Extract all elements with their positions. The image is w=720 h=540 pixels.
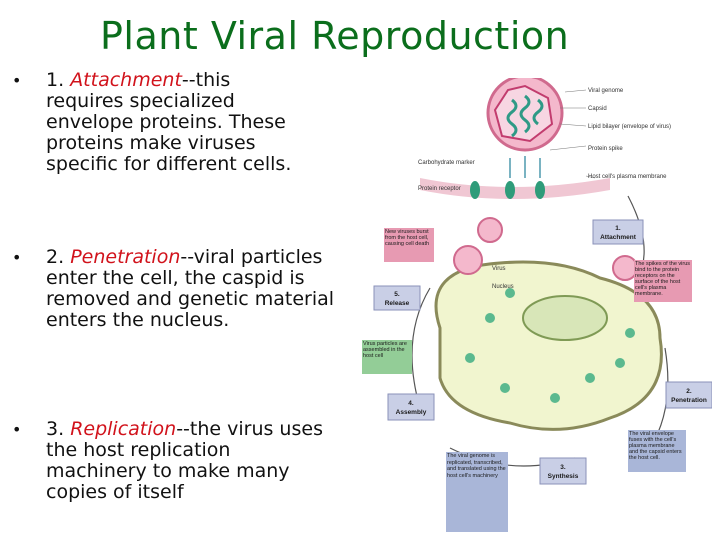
step-name: Penetration bbox=[671, 397, 707, 404]
bullet-number: 2. bbox=[46, 246, 65, 268]
virus-particles bbox=[465, 288, 635, 403]
step-penetration: 2. Penetration bbox=[665, 381, 712, 409]
label-viral-genome: Viral genome bbox=[588, 88, 624, 94]
label-capsid: Capsid bbox=[588, 106, 607, 112]
bullet-replication: • 3. Replication--the virus uses the hos… bbox=[12, 419, 352, 503]
label-nucleus: Nucleus bbox=[492, 284, 514, 290]
bullet-number: 3. bbox=[46, 418, 65, 440]
step-number: 1. bbox=[615, 225, 621, 232]
virus-illustration bbox=[470, 78, 564, 199]
bullet-marker: • bbox=[12, 248, 22, 267]
bullet-attachment: • 1. Attachment--this requires specializ… bbox=[12, 70, 352, 175]
label-protein-receptor: Protein receptor bbox=[418, 186, 461, 192]
label-lipid-bilayer: Lipid bilayer (envelope of virus) bbox=[588, 124, 671, 130]
bullet-penetration: • 2. Penetration--viral particles enter … bbox=[12, 247, 352, 331]
nucleus bbox=[522, 295, 608, 341]
page-title: Plant Viral Reproduction bbox=[100, 14, 570, 58]
bullet-body: 1. Attachment--this requires specialized… bbox=[46, 70, 306, 175]
label-carbohydrate-marker: Carbohydrate marker bbox=[418, 160, 475, 166]
note-text: The viral envelope fuses with the cell's… bbox=[629, 431, 682, 461]
bullet-text: --viral particles enter the cell, the ca… bbox=[46, 246, 335, 331]
note-text: The viral genome is replicated, transcri… bbox=[447, 453, 506, 479]
step-name: Attachment bbox=[600, 234, 637, 241]
step-number: 5. bbox=[394, 291, 400, 298]
bullet-body: 2. Penetration--viral particles enter th… bbox=[46, 247, 346, 331]
note-text: The spikes of the virus bind to the prot… bbox=[635, 261, 691, 297]
bullet-marker: • bbox=[12, 71, 22, 90]
step-release: 5. Release bbox=[373, 285, 421, 311]
released-virus bbox=[477, 217, 503, 243]
note-release: New viruses burst from the host cell, ca… bbox=[384, 228, 434, 262]
host-membrane bbox=[420, 178, 610, 199]
bullet-term: Penetration bbox=[70, 246, 181, 268]
label-protein-spike: Protein spike bbox=[588, 146, 623, 152]
bullet-body: 3. Replication--the virus uses the host … bbox=[46, 419, 336, 503]
step-number: 4. bbox=[408, 400, 414, 407]
note-penetration: The viral envelope fuses with the cell's… bbox=[628, 430, 686, 472]
note-synthesis: The viral genome is replicated, transcri… bbox=[446, 452, 508, 532]
step-name: Assembly bbox=[396, 409, 427, 416]
bullet-term: Replication bbox=[70, 418, 177, 440]
label-host-membrane: Host cell's plasma membrane bbox=[588, 174, 667, 180]
attaching-virus bbox=[612, 255, 638, 281]
step-attachment: 1. Attachment bbox=[592, 219, 644, 245]
virus-labels: Viral genome Capsid Lipid bilayer (envel… bbox=[549, 88, 671, 180]
step-synthesis: 3. Synthesis bbox=[539, 457, 587, 485]
note-attachment: The spikes of the virus bind to the prot… bbox=[634, 260, 692, 302]
bullet-marker: • bbox=[12, 420, 22, 439]
step-number: 2. bbox=[686, 388, 692, 395]
step-number: 3. bbox=[560, 464, 566, 471]
released-virus bbox=[453, 245, 483, 275]
label-virus: Virus bbox=[492, 266, 506, 272]
step-name: Release bbox=[385, 300, 410, 307]
viral-reproduction-diagram: Viral genome Capsid Lipid bilayer (envel… bbox=[362, 78, 712, 532]
note-assembly: Virus particles are assembled in the hos… bbox=[362, 340, 412, 374]
bullet-text: --this requires specialized envelope pro… bbox=[46, 69, 292, 175]
note-text: Virus particles are assembled in the hos… bbox=[363, 341, 407, 359]
bullet-term: Attachment bbox=[70, 69, 182, 91]
note-text: New viruses burst from the host cell, ca… bbox=[385, 229, 430, 247]
step-assembly: 4. Assembly bbox=[387, 393, 435, 421]
host-cell bbox=[434, 260, 663, 431]
step-name: Synthesis bbox=[548, 473, 579, 480]
bullet-text: --the virus uses the host replication ma… bbox=[46, 418, 323, 503]
bullet-number: 1. bbox=[46, 69, 65, 91]
